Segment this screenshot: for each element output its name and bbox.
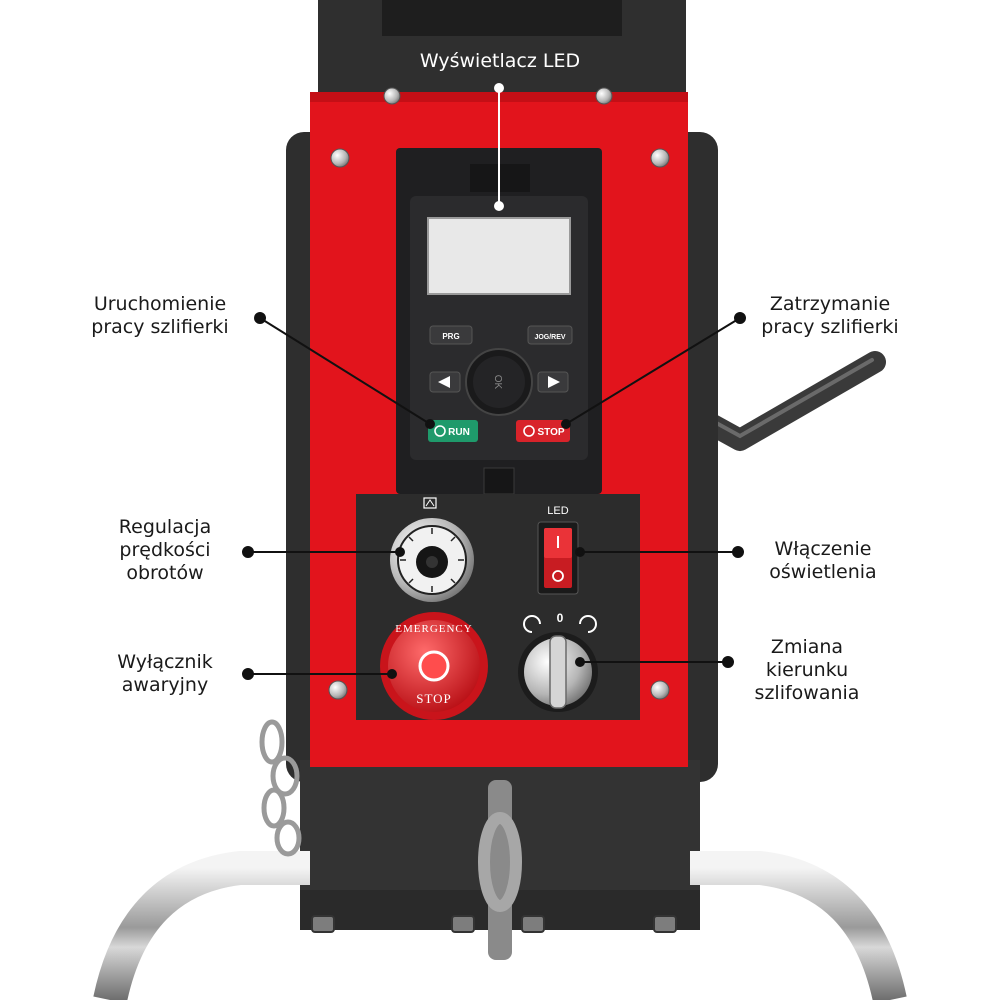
emergency-stop-button[interactable]: EMERGENCY STOP bbox=[380, 612, 488, 720]
base-bolts bbox=[311, 915, 677, 933]
callout-direction-change-line2: kierunku bbox=[765, 659, 849, 681]
rotate-left-icon bbox=[523, 615, 541, 633]
callout-emergency-switch: Wyłącznik awaryjny bbox=[95, 651, 235, 697]
callout-stop-grinder-line2: pracy szlifierki bbox=[761, 316, 899, 338]
callout-emergency-switch-line1: Wyłącznik bbox=[117, 651, 213, 673]
callout-led-display: Wyświetlacz LED bbox=[0, 50, 1000, 73]
prg-button[interactable]: PRG bbox=[429, 325, 473, 345]
right-arrow-icon bbox=[548, 376, 560, 388]
speed-knob[interactable] bbox=[390, 518, 474, 602]
callout-light-switch-line1: Włączenie bbox=[774, 538, 872, 560]
callout-speed-control: Regulacja prędkości obrotów bbox=[90, 516, 240, 585]
run-icon bbox=[434, 425, 446, 437]
light-switch[interactable] bbox=[537, 521, 579, 595]
callout-start-grinder-line2: pracy szlifierki bbox=[91, 316, 229, 338]
callout-direction-change-line1: Zmiana bbox=[770, 636, 844, 658]
center-ring bbox=[478, 812, 522, 912]
callout-speed-control-line2: prędkości bbox=[119, 539, 211, 561]
jog-rev-label: JOG/REV bbox=[534, 334, 565, 341]
emergency-stop-label: STOP bbox=[416, 691, 452, 706]
speed-icon bbox=[423, 497, 437, 509]
stop-button[interactable]: STOP bbox=[516, 420, 570, 442]
ok-dial[interactable]: OK bbox=[465, 348, 533, 416]
rotate-right-icon bbox=[579, 615, 597, 633]
callout-direction-change-line3: szlifowania bbox=[754, 682, 860, 704]
led-switch-label: LED bbox=[547, 505, 568, 517]
ok-label: OK bbox=[492, 375, 503, 390]
callout-speed-control-line1: Regulacja bbox=[118, 516, 212, 538]
panel-screws bbox=[328, 87, 670, 700]
direction-zero-label: 0 bbox=[557, 611, 564, 625]
column-top-recess bbox=[382, 0, 622, 36]
callout-speed-control-line3: obrotów bbox=[126, 562, 204, 584]
callout-emergency-switch-line2: awaryjny bbox=[121, 674, 209, 696]
callout-led-display-text: Wyświetlacz LED bbox=[419, 50, 581, 72]
jog-rev-button[interactable]: JOG/REV bbox=[527, 325, 573, 345]
callout-start-grinder: Uruchomienie pracy szlifierki bbox=[70, 293, 250, 339]
led-screen bbox=[427, 217, 571, 295]
callout-start-grinder-line1: Uruchomienie bbox=[93, 293, 227, 315]
right-arrow-button[interactable] bbox=[537, 371, 569, 393]
prg-label: PRG bbox=[442, 332, 459, 341]
chain bbox=[259, 719, 302, 857]
emergency-label: EMERGENCY bbox=[395, 623, 472, 635]
left-arrow-button[interactable] bbox=[429, 371, 461, 393]
left-arrow-icon bbox=[438, 376, 450, 388]
run-label: RUN bbox=[448, 427, 470, 438]
callout-stop-grinder-line1: Zatrzymanie bbox=[769, 293, 891, 315]
center-post bbox=[488, 780, 512, 960]
callout-direction-change: Zmiana kierunku szlifowania bbox=[732, 636, 882, 705]
run-button[interactable]: RUN bbox=[428, 420, 478, 442]
callout-light-switch: Włączenie oświetlenia bbox=[748, 538, 898, 584]
stop-icon bbox=[523, 425, 535, 437]
callout-light-switch-line2: oświetlenia bbox=[769, 561, 877, 583]
callout-stop-grinder: Zatrzymanie pracy szlifierki bbox=[745, 293, 915, 339]
tubular-frame-right bbox=[690, 851, 907, 1004]
tubular-frame-left bbox=[93, 851, 310, 1004]
callout-lines bbox=[242, 83, 746, 680]
stop-label: STOP bbox=[537, 427, 564, 438]
direction-selector[interactable] bbox=[518, 632, 598, 712]
